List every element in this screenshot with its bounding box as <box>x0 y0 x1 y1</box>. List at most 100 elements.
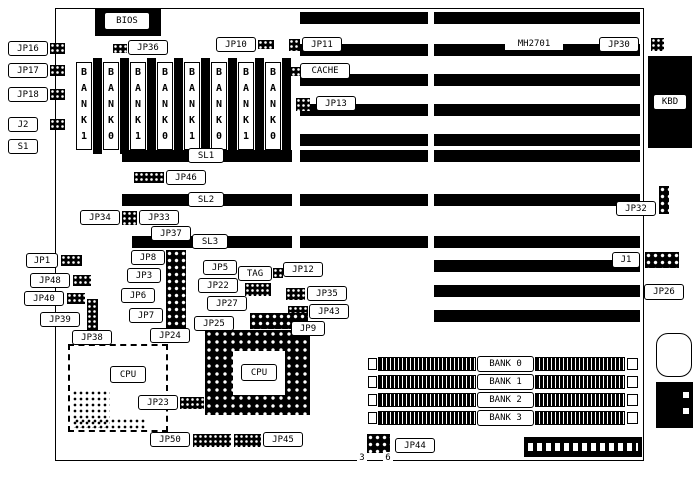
simm-slot-bar <box>535 375 625 389</box>
jp36-label: JP36 <box>128 40 168 55</box>
bank-column-label: BANK0 <box>265 62 281 150</box>
simm-slot-cap <box>368 412 377 424</box>
jp3-label: JP3 <box>127 268 161 283</box>
simm-bank2-label: BANK 2 <box>477 392 534 408</box>
jp10-connector <box>258 40 274 49</box>
tag-label: TAG <box>238 266 272 281</box>
board-model-text: MH2701 <box>505 37 563 50</box>
jp33-label: JP33 <box>139 210 179 225</box>
cache-label: CACHE <box>300 63 350 79</box>
isa-slot-bar <box>434 134 640 146</box>
isa-slot-bar <box>434 150 640 162</box>
jp37-label: JP37 <box>151 226 191 241</box>
bank-column-label: BANK1 <box>184 62 200 150</box>
simm-slot-cap <box>627 412 638 424</box>
simm-socket-bar <box>174 58 183 154</box>
jp17-connector <box>50 65 65 76</box>
isa-slot-bar <box>434 104 640 116</box>
bank-column-label: BANK0 <box>157 62 173 150</box>
bios-label: BIOS <box>104 12 150 30</box>
jp12-label: JP12 <box>283 262 323 277</box>
jp22-label: JP22 <box>198 278 238 293</box>
jp1-connector <box>61 255 82 266</box>
jp39-label: JP39 <box>40 312 80 327</box>
isa-slot-bar <box>300 12 428 24</box>
jp30-label: JP30 <box>599 37 639 52</box>
simm-slot-bar <box>378 411 476 425</box>
jp6-label: JP6 <box>121 288 155 303</box>
jp50-connector <box>193 434 231 447</box>
isa-slot-bar <box>434 12 640 24</box>
isa-slot-bar <box>434 236 640 248</box>
jp50-label: JP50 <box>150 432 190 447</box>
jp11-connector <box>289 39 300 51</box>
jp17-label: JP17 <box>8 63 48 78</box>
jp44-pin3-text: 3 <box>357 452 367 463</box>
board-outline <box>55 8 644 461</box>
jp18-label: JP18 <box>8 87 48 102</box>
sl3-label: SL3 <box>192 234 228 249</box>
jp34-jp33-connector <box>122 211 137 225</box>
simm-slot-bar <box>378 375 476 389</box>
jp9-label: JP9 <box>291 321 325 336</box>
simm-socket-bar <box>147 58 156 154</box>
simm-slot-cap <box>368 376 377 388</box>
bank-column-label: BANK0 <box>103 62 119 150</box>
central-jumper-block <box>166 250 186 334</box>
cpu-socket-dashed <box>68 344 168 432</box>
bottom-pin-header-pins <box>528 443 638 451</box>
isa-slot-bar <box>434 44 640 56</box>
power-connector-pin <box>683 392 689 398</box>
jp48-label: JP48 <box>30 273 70 288</box>
simm-slot-cap <box>627 358 638 370</box>
jp32-label: JP32 <box>616 201 656 216</box>
isa-slot-bar <box>434 310 640 322</box>
cpu-dashed-pins <box>74 418 146 430</box>
simm-slot-bar <box>535 411 625 425</box>
simm-bank0-label: BANK 0 <box>477 356 534 372</box>
jp10-label: JP10 <box>216 37 256 52</box>
jp36-connector <box>113 44 127 53</box>
jp18-connector <box>50 89 65 100</box>
isa-slot-bar <box>434 260 640 272</box>
isa-slot-bar <box>434 74 640 86</box>
jp26-label: JP26 <box>644 284 684 300</box>
kbd-label: KBD <box>653 94 687 110</box>
jp44-label: JP44 <box>395 438 435 453</box>
cpu-dashed-label: CPU <box>110 366 146 383</box>
simm-socket-bar <box>120 58 129 154</box>
isa-slot-bar <box>434 194 640 206</box>
tag-jp12-connector <box>273 268 283 278</box>
sl1-label: SL1 <box>188 148 224 163</box>
bank-column-label: BANK0 <box>211 62 227 150</box>
jp39-jp38-connector <box>87 299 98 345</box>
cpu-socket-label: CPU <box>241 364 277 381</box>
jp45-connector <box>234 434 261 447</box>
jp24-label: JP24 <box>150 328 190 343</box>
simm-socket-bar <box>93 58 102 154</box>
simm-bank1-label: BANK 1 <box>477 374 534 390</box>
simm-slot-cap <box>627 394 638 406</box>
bank-column-label: BANK1 <box>76 62 92 150</box>
simm-socket-bar <box>255 58 264 154</box>
isa-slot-bar <box>300 194 428 206</box>
j1-label: J1 <box>612 252 640 268</box>
jp35-label: JP35 <box>307 286 347 301</box>
isa-slot-bar <box>300 150 428 162</box>
jp44-pin6-text: 6 <box>383 452 393 463</box>
jp25-label: JP25 <box>194 316 234 331</box>
tag-connector <box>245 283 271 296</box>
jp30-connector <box>651 38 664 51</box>
jp27-label: JP27 <box>207 296 247 311</box>
jp11-label: JP11 <box>302 37 342 52</box>
isa-slot-bar <box>300 134 428 146</box>
cache-pointer-dots <box>291 67 300 76</box>
power-connector-pin <box>683 408 689 414</box>
j1-connector <box>645 252 679 268</box>
j2-connector <box>50 119 65 130</box>
jp40-connector <box>67 293 85 304</box>
jp46-connector <box>134 172 164 183</box>
s1-label: S1 <box>8 139 38 154</box>
sl2-label: SL2 <box>188 192 224 207</box>
jp40-label: JP40 <box>24 291 64 306</box>
